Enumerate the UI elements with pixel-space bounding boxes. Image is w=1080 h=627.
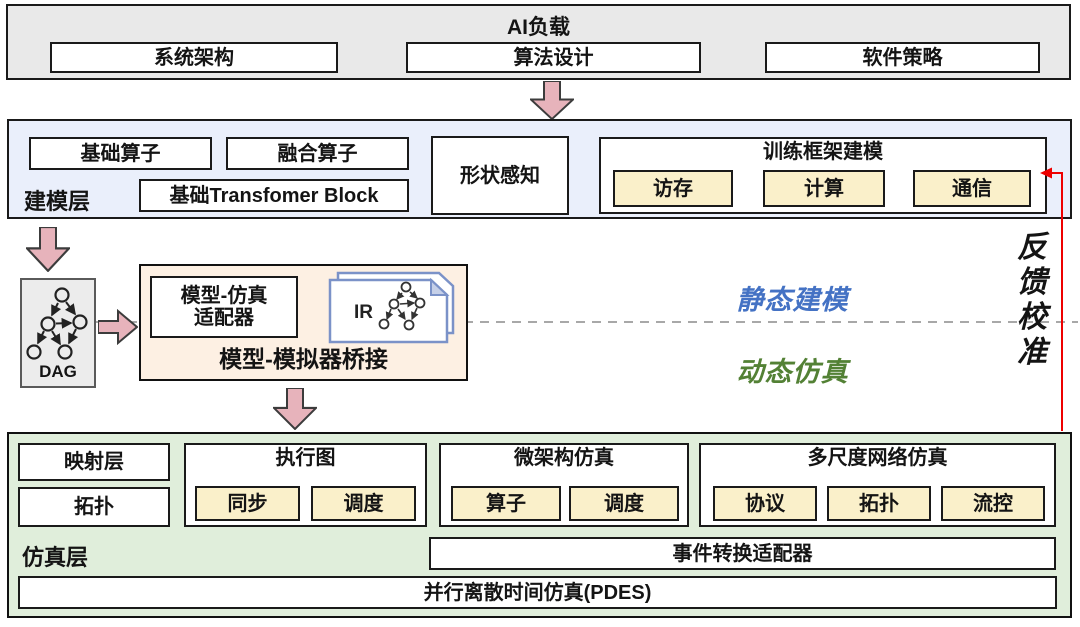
shape-awareness-box: 形状感知 — [431, 136, 569, 215]
microarch-item-operator: 算子 — [451, 486, 561, 521]
execution-graph-box: 执行图 同步 调度 — [184, 443, 427, 527]
workload-item-system-architecture: 系统架构 — [50, 42, 338, 73]
adapter-label-line1: 模型-仿真 — [180, 285, 268, 307]
modeling-layer-label: 建模层 — [24, 189, 91, 214]
down-arrow-icon — [26, 227, 70, 272]
down-arrow-icon — [273, 388, 317, 430]
multiscale-network-title: 多尺度网络仿真 — [807, 447, 948, 469]
dag-graph-icon — [26, 287, 88, 360]
network-item-flow-control: 流控 — [941, 486, 1045, 521]
training-framework-title: 训练框架建模 — [763, 141, 883, 163]
execution-graph-title: 执行图 — [275, 447, 336, 469]
workload-item-software-strategy: 软件策略 — [765, 42, 1040, 73]
modeling-layer-panel: 基础算子 融合算子 建模层 基础Transfomer Block 形状感知 训练… — [7, 119, 1072, 219]
dag-box: DAG — [20, 278, 96, 388]
simulation-layer-panel: 映射层 拓扑 执行图 同步 调度 微架构仿真 算子 调度 多尺度网络仿真 协议 … — [7, 432, 1072, 618]
event-conversion-adapter-box: 事件转换适配器 — [429, 537, 1056, 570]
feedback-arrowhead-icon — [1040, 167, 1052, 179]
dynamic-simulation-annotation: 动态仿真 — [736, 357, 849, 387]
simulation-layer-label: 仿真层 — [22, 545, 89, 570]
microarch-item-scheduling: 调度 — [569, 486, 679, 521]
network-item-topology: 拓扑 — [827, 486, 931, 521]
down-arrow-icon — [530, 81, 574, 120]
exec-item-sync: 同步 — [195, 486, 300, 521]
workload-item-algorithm-design: 算法设计 — [406, 42, 701, 73]
topology-box: 拓扑 — [18, 487, 170, 527]
dag-label: DAG — [39, 362, 77, 381]
framework-item-compute: 计算 — [763, 170, 885, 207]
training-framework-box: 训练框架建模 访存 计算 通信 — [599, 137, 1047, 214]
mapping-layer-box: 映射层 — [18, 443, 170, 481]
transformer-block-box: 基础Transfomer Block — [139, 179, 409, 212]
feedback-calibration-label: 反馈校准 — [1017, 231, 1047, 369]
adapter-label-line2: 适配器 — [194, 307, 254, 329]
framework-item-communication: 通信 — [913, 170, 1031, 207]
microarch-title: 微架构仿真 — [514, 447, 614, 469]
basic-operator-box: 基础算子 — [29, 137, 212, 170]
model-simulator-bridge-panel: 模型-仿真 适配器 IR — [139, 264, 468, 381]
ir-document-icon: IR — [328, 271, 455, 344]
ai-workload-panel: AI负载 系统架构 算法设计 软件策略 — [6, 4, 1071, 80]
microarch-simulation-box: 微架构仿真 算子 调度 — [439, 443, 689, 527]
right-arrow-icon — [98, 309, 138, 345]
framework-item-memory-access: 访存 — [613, 170, 733, 207]
network-item-protocol: 协议 — [713, 486, 817, 521]
pdes-box: 并行离散时间仿真(PDES) — [18, 576, 1057, 609]
multiscale-network-box: 多尺度网络仿真 协议 拓扑 流控 — [699, 443, 1056, 527]
fused-operator-box: 融合算子 — [226, 137, 409, 170]
ai-workload-title: AI负载 — [507, 16, 570, 39]
model-simulation-adapter-box: 模型-仿真 适配器 — [150, 276, 298, 338]
bridge-title: 模型-模拟器桥接 — [219, 346, 388, 372]
static-modeling-annotation: 静态建模 — [736, 285, 849, 315]
ir-label: IR — [354, 302, 373, 323]
exec-item-scheduling: 调度 — [311, 486, 416, 521]
